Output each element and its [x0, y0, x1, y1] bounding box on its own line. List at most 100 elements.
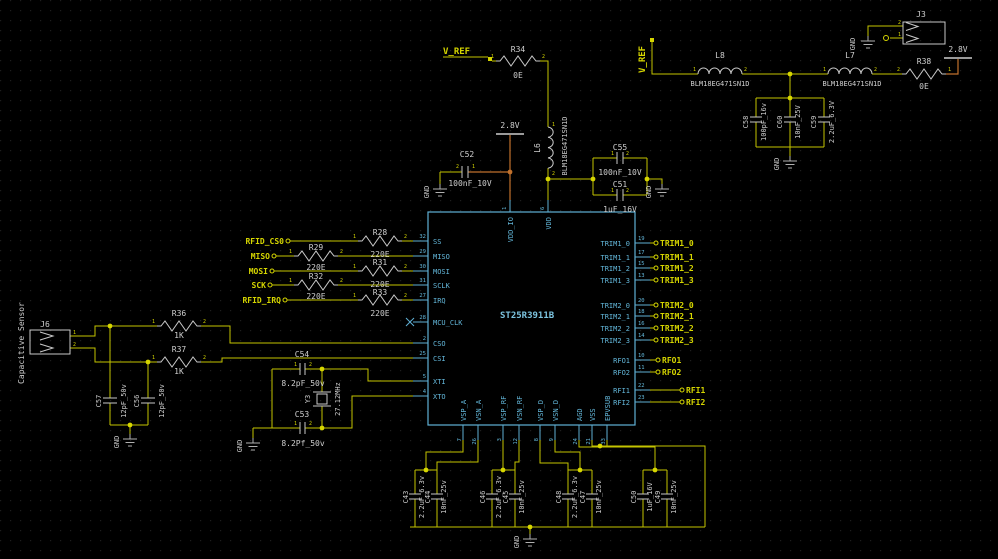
net-labels: V_REF V_REF RFID_CS0 MISO MOSI SCK RFID_…: [242, 38, 705, 407]
val-l6: BLM18EG471SN1D: [561, 116, 569, 175]
ic-pin-vdd: VDD: [545, 217, 553, 230]
val-r34: 0E: [513, 71, 523, 80]
val-c51: 1uF_16V: [603, 205, 637, 214]
ic-name: ST25R3911B: [500, 311, 555, 321]
net-flag-icon: [282, 297, 288, 303]
crystal-electrodes: [313, 391, 331, 407]
ic-pin-csi: CSI: [433, 355, 446, 363]
cap-c59: [818, 116, 830, 123]
resistor-r29: [294, 250, 338, 262]
resistor-r34: [496, 55, 540, 67]
ic-pinnum: 1: [502, 207, 508, 210]
pin1: 1: [491, 54, 494, 60]
resistor-r32: [294, 279, 338, 291]
ref-c57: C57: [95, 395, 103, 408]
power-wires-2v8: [468, 58, 959, 200]
net-vref: V_REF: [443, 47, 470, 57]
ic-pin-xti: XTI: [433, 378, 446, 386]
ic-pinnum: 10: [638, 353, 645, 359]
capacitors: C52 100nF_10V C55 100nF_10V C51 1uF_16V …: [95, 100, 836, 518]
junction-dot: [787, 95, 793, 101]
resistor-r36: [157, 320, 201, 332]
pin2: 2: [897, 67, 900, 73]
val-y3: 27.12MHz: [334, 382, 342, 416]
val-r29: 220E: [306, 263, 325, 272]
val-c49: 10nF_25v: [670, 480, 678, 514]
val-c52: 100nF_10V: [448, 179, 492, 188]
j3-pin-chevrons-icon: [905, 22, 920, 43]
pin2: 2: [542, 54, 545, 60]
ref-r34: R34: [511, 45, 526, 54]
ref-c53: C53: [295, 410, 310, 419]
net-trim2-0: TRIM2_0: [660, 301, 694, 310]
net-flag-icon: [653, 313, 659, 319]
j3-unconnected-flag: [883, 35, 889, 41]
val-c53: 8.2Pf_50v: [281, 439, 325, 448]
val-l7: BLM18EG471SN1D: [822, 80, 881, 88]
cap-c47: [586, 493, 598, 500]
ref-c47: C47: [579, 491, 587, 504]
val-r38: 0E: [919, 82, 929, 91]
ic-pin-xto: XTO: [433, 393, 446, 401]
connector-j6: J6 1 2 Capacitive Sensor: [17, 302, 76, 384]
ic-pin-rfo2: RFO2: [613, 369, 630, 377]
j3-body: [902, 21, 946, 45]
net-flag-icon: [655, 357, 661, 363]
cap-c43: [409, 493, 421, 500]
ic-pin-trim1-0: TRIM1_0: [600, 240, 630, 248]
ic-pin-vsp-d: VSP_D: [537, 400, 545, 421]
ic-pin-mcu-clk: MCU_CLK: [433, 319, 463, 327]
junction-dot: [107, 323, 113, 329]
pin2: 2: [898, 20, 901, 26]
val-c43: 2.2uF_6.3v: [418, 476, 426, 518]
pin2: 2: [309, 362, 312, 368]
gnd-label: GND: [113, 436, 121, 449]
val-c44: 10nF_25v: [440, 480, 448, 514]
ic-pinnum: 22: [638, 383, 645, 389]
pin1: 1: [353, 264, 356, 270]
ic-pin-trim1-3: TRIM1_3: [600, 277, 630, 285]
net-flag-icon: [679, 399, 685, 405]
val-r37: 1K: [174, 367, 184, 376]
ic-pinnum: 15: [638, 261, 645, 267]
net-trim2-2: TRIM2_2: [660, 324, 694, 333]
ic-pin-trim2-1: TRIM2_1: [600, 313, 630, 321]
net-flag-icon: [267, 282, 273, 288]
net-flag-icon: [653, 254, 659, 260]
ic-pin-epvsub: EPVSUB: [604, 396, 612, 421]
pin1: 1: [472, 164, 475, 170]
net-rfid-cs0: RFID_CS0: [245, 237, 284, 246]
pin1: 1: [353, 234, 356, 240]
net-trim2-3: TRIM2_3: [660, 336, 694, 345]
ref-c46: C46: [479, 491, 487, 504]
ref-c50: C50: [630, 491, 638, 504]
junction-dot: [319, 425, 325, 431]
junction-dot: [652, 467, 658, 473]
ic-pin-vsn-rf: VSN_RF: [516, 396, 524, 421]
gnd-label: GND: [423, 186, 431, 199]
pin1: 1: [294, 362, 297, 368]
ic-pin-stubs: [413, 200, 650, 440]
ic-pin-vsn-d: VSN_D: [552, 400, 560, 421]
net-flag-icon: [653, 325, 659, 331]
ref-c54: C54: [295, 350, 310, 359]
ref-r29: R29: [309, 243, 324, 252]
ic-pinnum: 28: [419, 315, 426, 321]
ic-pinnum: 5: [423, 374, 426, 380]
ic-pinnum: 20: [638, 298, 645, 304]
ic-pinnum: 9: [549, 438, 555, 441]
ref-l8: L8: [715, 51, 725, 60]
pin2: 2: [404, 234, 407, 240]
inductor-l6: [547, 126, 554, 169]
cap-c45: [509, 493, 521, 500]
pin1: 1: [152, 355, 155, 361]
v28-label: 2.8V: [500, 121, 519, 130]
pin1: 1: [552, 122, 555, 128]
ref-c56: C56: [133, 395, 141, 408]
pin1: 1: [611, 188, 614, 194]
ic-pinnum: 31: [419, 278, 426, 284]
ref-c59: C59: [810, 116, 818, 129]
net-flag-icon: [679, 387, 685, 393]
ic-pinnum: 12: [513, 438, 519, 445]
pin2: 2: [340, 278, 343, 284]
